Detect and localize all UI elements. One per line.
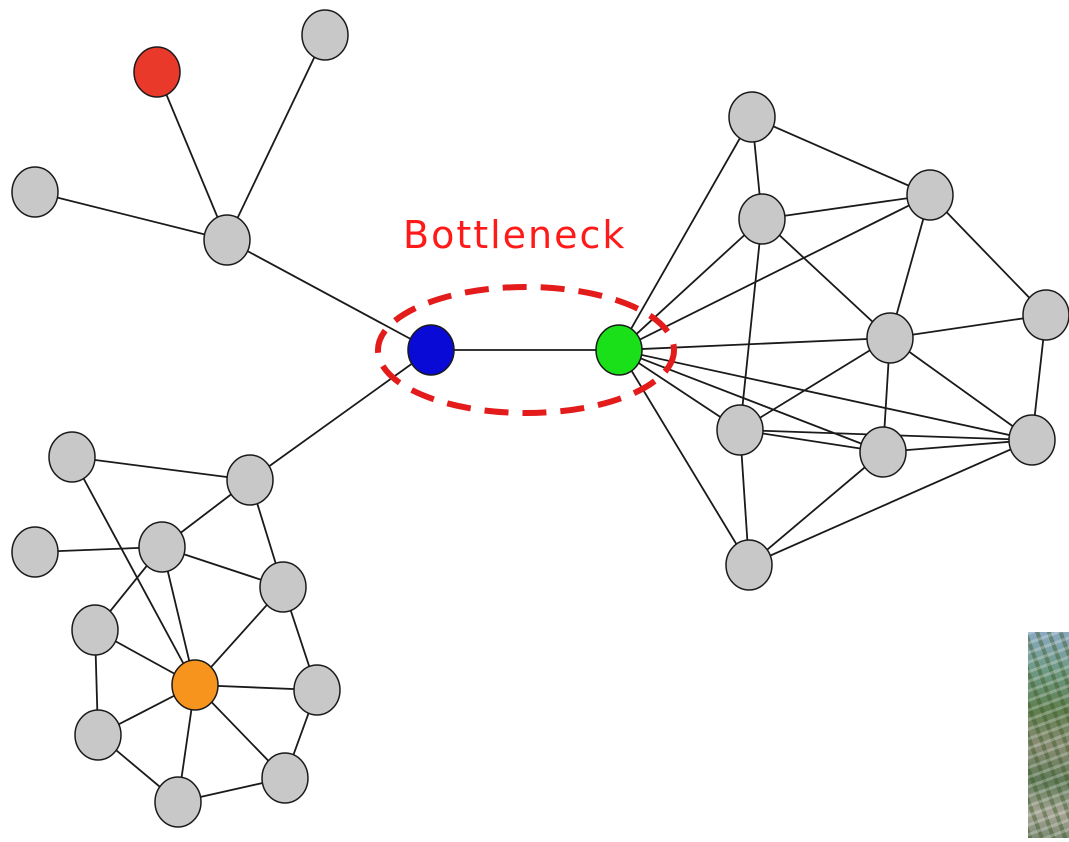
- node-g1: [226, 454, 274, 506]
- node-r6: [716, 404, 764, 456]
- edge-green-r5: [618, 337, 891, 351]
- edge-g2-orange: [71, 456, 196, 686]
- node-g2: [48, 431, 96, 483]
- node-r3: [738, 193, 786, 245]
- node-r8: [1008, 414, 1056, 466]
- node-r5: [866, 312, 914, 364]
- edge-r2-r4: [929, 194, 1047, 316]
- edge-r7-r9: [748, 451, 884, 566]
- bottleneck-label: Bottleneck: [403, 213, 627, 257]
- node-r2: [906, 169, 954, 221]
- edge-r3-r2: [761, 194, 931, 220]
- edge-green-r3: [618, 218, 763, 351]
- edge-r4-r5: [889, 314, 1047, 339]
- edge-r3-r6: [739, 218, 763, 431]
- node-g3: [11, 526, 59, 578]
- node-blue: [407, 324, 455, 376]
- edge-r5-r8: [889, 337, 1033, 441]
- node-g5: [259, 561, 307, 613]
- edge-g1-g2: [71, 456, 251, 481]
- edge-red-hub: [156, 71, 228, 241]
- edge-green-r8: [618, 349, 1033, 441]
- node-r9: [725, 539, 773, 591]
- edge-green-r7: [618, 349, 884, 453]
- edge-r6-r7: [739, 429, 884, 453]
- edge-hub-blue: [226, 239, 432, 351]
- node-r1: [728, 91, 776, 143]
- edge-r9-r8: [748, 439, 1033, 566]
- node-red: [133, 46, 181, 98]
- node-r4: [1022, 289, 1069, 341]
- node-g10: [261, 752, 309, 804]
- edge-green-r2: [618, 194, 931, 351]
- node-g11: [154, 776, 202, 828]
- edge-lt-hub: [34, 191, 228, 241]
- edge-blue-g1: [249, 349, 432, 481]
- node-g8: [293, 664, 341, 716]
- node-lt: [11, 166, 59, 218]
- bottleneck-ellipse: [375, 284, 677, 416]
- edge-r7-r8: [882, 439, 1033, 453]
- node-g4: [138, 521, 186, 573]
- node-g6: [71, 604, 119, 656]
- aerial-photo-fragment: [1028, 632, 1069, 838]
- node-g9: [74, 709, 122, 761]
- node-r7: [859, 426, 907, 478]
- nodes-layer: [11, 9, 1069, 828]
- edge-green-r1: [618, 116, 753, 351]
- edge-r1-r2: [751, 116, 931, 196]
- node-green: [595, 324, 643, 376]
- edge-r3-r5: [761, 218, 891, 339]
- edge-r5-r6: [739, 337, 891, 431]
- edge-t1-hub: [226, 34, 326, 241]
- node-t1: [301, 9, 349, 61]
- node-orange: [171, 659, 219, 711]
- node-hub: [203, 214, 251, 266]
- edge-green-r9: [618, 349, 750, 566]
